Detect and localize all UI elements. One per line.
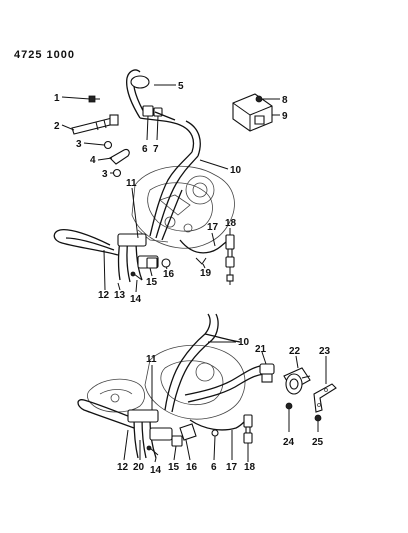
part-9-relay xyxy=(232,93,273,132)
top-assembly: 1 2 3 4 3 5 6 7 8 9 10 11 17 18 19 16 15… xyxy=(53,69,288,305)
callout-11b: 11 xyxy=(146,354,157,365)
callout-14: 14 xyxy=(130,294,142,305)
callout-15b: 15 xyxy=(168,462,180,473)
callout-21: 21 xyxy=(255,344,267,355)
part-18-sensor xyxy=(225,234,235,285)
callout-6b: 6 xyxy=(211,462,217,473)
callout-2: 2 xyxy=(54,121,60,132)
callout-7: 7 xyxy=(153,144,159,155)
callout-22: 22 xyxy=(289,346,301,357)
callout-15: 15 xyxy=(146,277,158,288)
reference-number: 4725 1000 xyxy=(14,49,75,61)
callout-24: 24 xyxy=(283,437,295,448)
callout-4: 4 xyxy=(90,155,96,166)
callout-17b: 17 xyxy=(226,462,238,473)
callout-5: 5 xyxy=(178,81,184,92)
part-3-clip xyxy=(103,140,113,150)
part-1-bolt xyxy=(88,95,100,103)
callout-18: 18 xyxy=(225,218,237,229)
callout-11: 11 xyxy=(126,178,137,189)
engine-block-bottom xyxy=(86,344,246,420)
callout-3: 3 xyxy=(76,139,82,150)
part-14-bolt xyxy=(130,271,143,281)
callout-10b: 10 xyxy=(238,337,250,348)
callout-12: 12 xyxy=(98,290,110,301)
callout-16b: 16 xyxy=(186,462,198,473)
callout-8: 8 xyxy=(282,95,288,106)
callout-3b: 3 xyxy=(102,169,108,180)
callout-14b: 14 xyxy=(150,465,162,476)
part-14-bolt-bottom xyxy=(146,445,159,456)
part-8-screw xyxy=(255,95,263,103)
part-18-sensor-bottom xyxy=(243,414,253,462)
part-21-connector xyxy=(259,363,275,383)
callout-12b: 12 xyxy=(117,462,129,473)
part-25-screw xyxy=(314,414,322,426)
callout-18b: 18 xyxy=(244,462,256,473)
part-23-bracket xyxy=(313,383,337,413)
part-16-valve-bottom xyxy=(179,423,197,441)
part-3-clip-lower xyxy=(112,168,122,178)
callout-16: 16 xyxy=(163,269,175,280)
part-24-screw xyxy=(285,402,293,414)
callout-1: 1 xyxy=(54,93,60,104)
part-22-solenoid xyxy=(283,367,311,395)
engine-block-top xyxy=(131,165,235,249)
part-15-valve-bottom xyxy=(171,435,183,447)
callout-10: 10 xyxy=(230,165,242,176)
part-16-clip xyxy=(161,258,171,268)
callout-23: 23 xyxy=(319,346,331,357)
part-4-hose xyxy=(109,148,130,165)
callout-25: 25 xyxy=(312,437,324,448)
part-15-valve xyxy=(146,257,158,269)
callout-6: 6 xyxy=(142,144,148,155)
callout-13: 13 xyxy=(114,290,126,301)
callout-17: 17 xyxy=(207,222,219,233)
callout-20: 20 xyxy=(133,462,145,473)
callout-19: 19 xyxy=(200,268,212,279)
bottom-assembly: 10 11 21 22 23 24 25 12 20 14 15 16 6 17… xyxy=(77,313,337,476)
part-2-pipe xyxy=(71,114,119,135)
callout-9: 9 xyxy=(282,111,288,122)
